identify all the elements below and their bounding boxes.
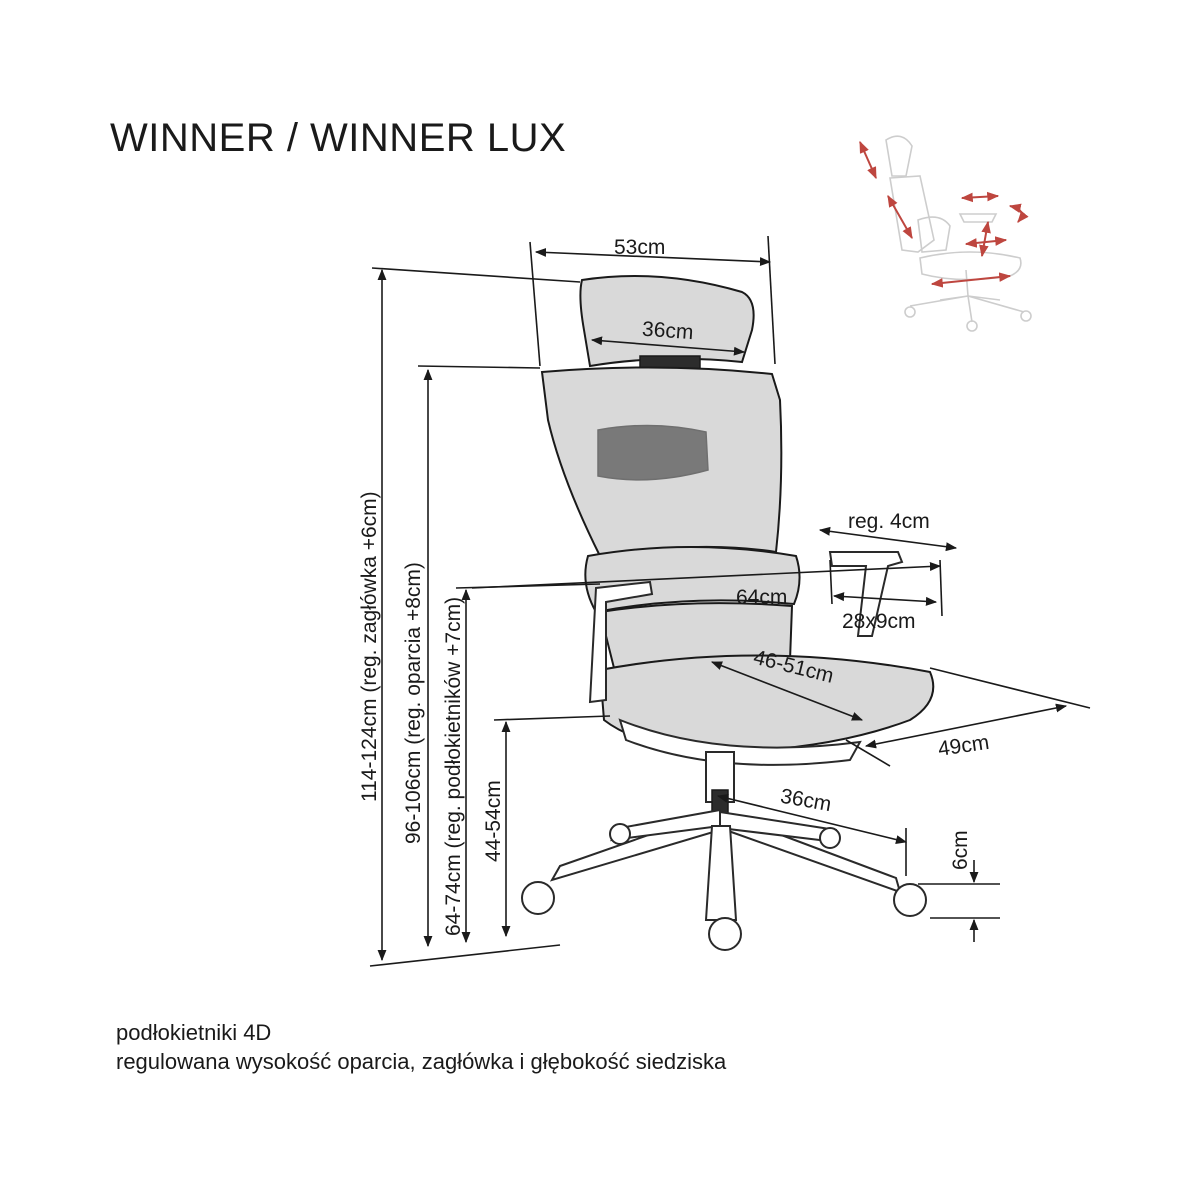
armrest-left bbox=[588, 580, 654, 704]
label-base-radius: 36cm bbox=[779, 785, 834, 817]
label-headrest-width: 36cm bbox=[641, 318, 694, 345]
label-armrest-adjust: reg. 4cm bbox=[848, 510, 930, 533]
chair-illustration bbox=[521, 275, 935, 951]
dimension-lines bbox=[369, 235, 1091, 967]
adjustment-thumbnail bbox=[859, 135, 1032, 332]
star-base bbox=[549, 808, 902, 921]
label-backrest-height: 96-106cm (reg. oparcia +8cm) bbox=[402, 562, 425, 844]
label-seat-height: 44-54cm bbox=[482, 780, 505, 862]
label-width-between-arms: 64cm bbox=[736, 586, 787, 609]
note-armrests-4d: podłokietniki 4D bbox=[116, 1020, 272, 1045]
dimension-labels: 53cm 36cm 114-124cm (reg. zagłówka +6cm)… bbox=[358, 236, 991, 936]
label-seat-width: 49cm bbox=[937, 731, 991, 761]
label-caster-height: 6cm bbox=[949, 830, 972, 870]
note-adjustments: regulowana wysokość oparcia, zagłówka i … bbox=[116, 1049, 727, 1074]
label-total-height: 114-124cm (reg. zagłówka +6cm) bbox=[358, 491, 381, 802]
product-title: WINNER / WINNER LUX bbox=[110, 116, 567, 160]
label-armrest-height: 64-74cm (reg. podłokietników +7cm) bbox=[442, 597, 465, 936]
label-armpad-size: 28x9cm bbox=[842, 610, 916, 633]
casters bbox=[521, 823, 927, 951]
label-overall-width: 53cm bbox=[614, 236, 665, 259]
